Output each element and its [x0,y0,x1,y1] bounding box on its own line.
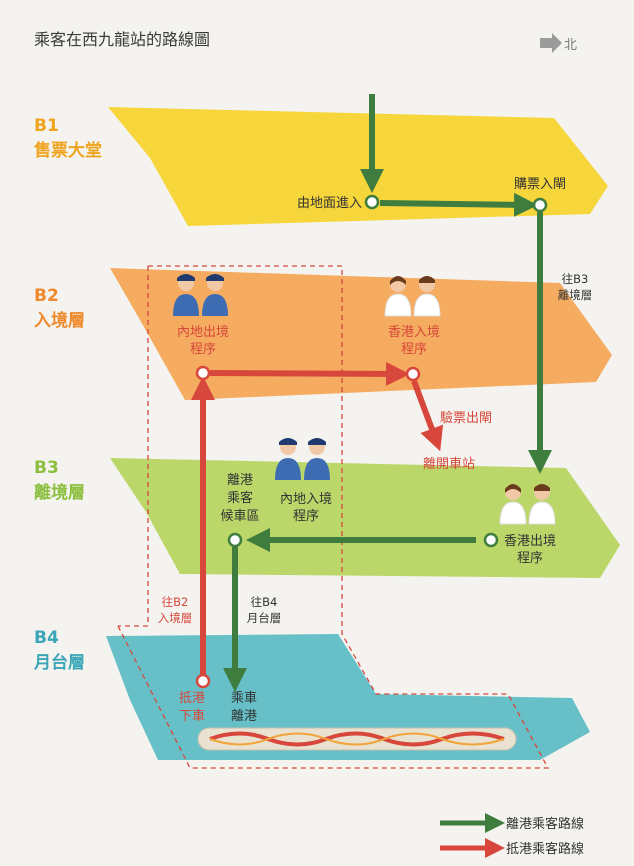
legend-arrival-label: 抵港乘客路線 [506,841,584,857]
label-arrive-2: 下車 [179,709,205,724]
departure-route [223,94,552,692]
level-b2-floor [110,268,612,400]
level-name-b4: 月台層 [33,652,85,673]
label-buy-ticket: 購票入閘 [514,177,566,192]
level-label-b2: B2 入境層 [34,286,85,331]
node-mainland-arrival [195,365,211,381]
level-code-b3: B3 [34,458,59,478]
label-leave-station: 離開車站 [423,457,475,472]
node-enter-ground [364,194,380,210]
level-name-b1: 售票大堂 [34,140,102,161]
node-hk-arrival [405,366,421,382]
level-name-b2: 入境層 [34,310,85,331]
node-arrive-platform [195,673,211,689]
node-buy-ticket [532,197,548,213]
label-board-2: 離港 [231,709,257,724]
label-to-b4-1: 往B4 [251,595,278,609]
mainland-zone-boundary [118,265,343,634]
label-to-b2-1: 往B2 [162,595,189,609]
label-hk-arrival-1: 香港入境 [388,325,440,340]
level-label-b4: B4 月台層 [33,628,85,673]
level-code-b4: B4 [34,628,59,648]
north-indicator: 北 [540,33,577,53]
legend: 離港乘客路線 抵港乘客路線 [440,813,584,858]
diagram-title: 乘客在西九龍站的路線圖 [34,30,210,49]
label-enter-ground: 由地面進入 [297,196,362,211]
officer-pair-icon [173,274,228,316]
label-ticket-exit: 驗票出閘 [440,411,492,426]
label-mainland-arrival-1: 內地出境 [177,325,229,340]
node-waiting-area [227,532,243,548]
level-label-b1: B1 售票大堂 [34,116,102,161]
label-hk-arrival-2: 程序 [401,342,427,357]
north-label: 北 [564,38,577,53]
level-code-b2: B2 [34,286,59,306]
level-label-b3: B3 離境層 [34,458,85,503]
legend-departure-label: 離港乘客路線 [506,816,584,832]
label-hk-departure-1: 香港出境 [504,534,556,549]
label-waiting-2: 乘客 [227,490,253,506]
officer-pair-icon [275,438,330,480]
label-mainland-departure-1: 內地入境 [280,492,332,507]
label-board-1: 乘車 [231,691,257,706]
label-to-b3-2: 離境層 [558,288,593,302]
label-hk-departure-2: 程序 [517,551,543,566]
label-arrive-1: 抵港 [179,691,205,706]
level-b1-floor [108,107,608,226]
label-waiting-3: 候車區 [220,509,259,524]
north-arrow-icon [540,33,562,53]
train-icon [197,727,517,751]
officer-pair-icon [384,276,441,317]
label-mainland-arrival-2: 程序 [190,342,216,357]
arrival-route [191,361,444,676]
label-to-b4-2: 月台層 [247,611,282,625]
label-waiting-1: 離港 [227,473,253,488]
label-to-b2-2: 入境層 [158,611,193,625]
label-to-b3-1: 往B3 [562,272,589,286]
platform-zone-boundary [117,625,550,769]
level-code-b1: B1 [34,116,59,136]
label-mainland-departure-2: 程序 [293,509,319,524]
officer-pair-icon [499,484,556,525]
node-hk-departure [483,532,499,548]
level-name-b3: 離境層 [34,482,85,503]
